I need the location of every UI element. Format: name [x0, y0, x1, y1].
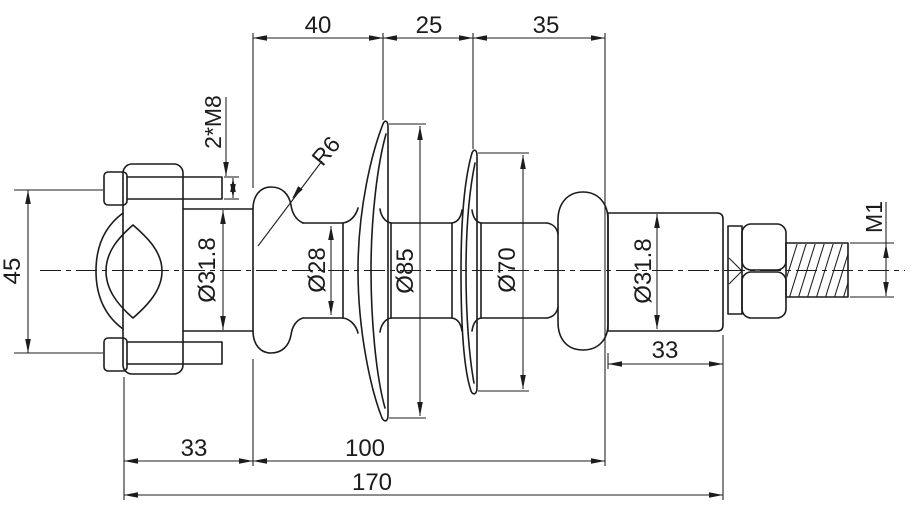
hex-nut-bottom [741, 271, 787, 319]
shaft [607, 212, 724, 332]
r6-shoulder-bottom [252, 317, 304, 354]
chamfer-marks [728, 257, 743, 285]
dim-length-33-left: 33 [181, 435, 208, 462]
dim-dia-neck-28: Ø28 [304, 247, 331, 292]
clamp-plate [122, 163, 184, 375]
dim-bolt-spacing-45: 45 [0, 258, 26, 285]
dim-dia-shed-70: Ø70 [494, 247, 521, 292]
insulator-body [182, 120, 724, 422]
dim-length-35: 35 [533, 12, 560, 39]
arrowheads [25, 35, 889, 498]
r6-shoulder-top [252, 186, 304, 224]
washer [727, 225, 743, 315]
dimension-lines [27, 37, 887, 496]
pole-clamp [95, 163, 223, 375]
bolt-head [103, 171, 128, 206]
clamp-jaw-opening [105, 224, 163, 319]
shed-large-left-fillets [342, 207, 359, 334]
neck-right [480, 222, 548, 319]
dim-length-33-right: 33 [652, 337, 679, 364]
bolt-head [103, 337, 128, 372]
stud-thread-label: M1 [861, 201, 887, 233]
bolt-shank [126, 341, 223, 365]
dim-dia-shed-85: Ø85 [392, 248, 419, 293]
dim-length-40: 40 [305, 12, 332, 39]
dimension-texts: 40 25 35 2*M8 R6 45 Ø31.8 Ø28 Ø85 Ø70 Ø3… [0, 12, 887, 496]
fillet-radius-label: R6 [306, 131, 345, 170]
neck-left [302, 222, 344, 319]
bolt-thread-label: 2*M8 [200, 95, 226, 149]
dim-dia-shaft-31-8: Ø31.8 [630, 238, 657, 303]
dim-length-100: 100 [345, 435, 385, 462]
shed-large [357, 120, 392, 422]
bolt-top [103, 171, 223, 206]
hex-nut-top [741, 223, 787, 271]
dim-dia-flange-31-8: Ø31.8 [194, 237, 221, 302]
bolt-shank [126, 176, 223, 200]
dim-length-170: 170 [352, 469, 392, 496]
neck-middle [390, 222, 453, 319]
mounting-flange [182, 208, 254, 332]
shed-small [460, 149, 482, 395]
clamp-band [95, 212, 124, 330]
fillet-radius-leader [257, 160, 323, 247]
bolt-bottom [103, 337, 223, 372]
end-fastener [727, 223, 849, 319]
dim-length-25: 25 [416, 12, 443, 39]
extension-lines [14, 33, 894, 500]
thread-hatching [787, 244, 848, 297]
